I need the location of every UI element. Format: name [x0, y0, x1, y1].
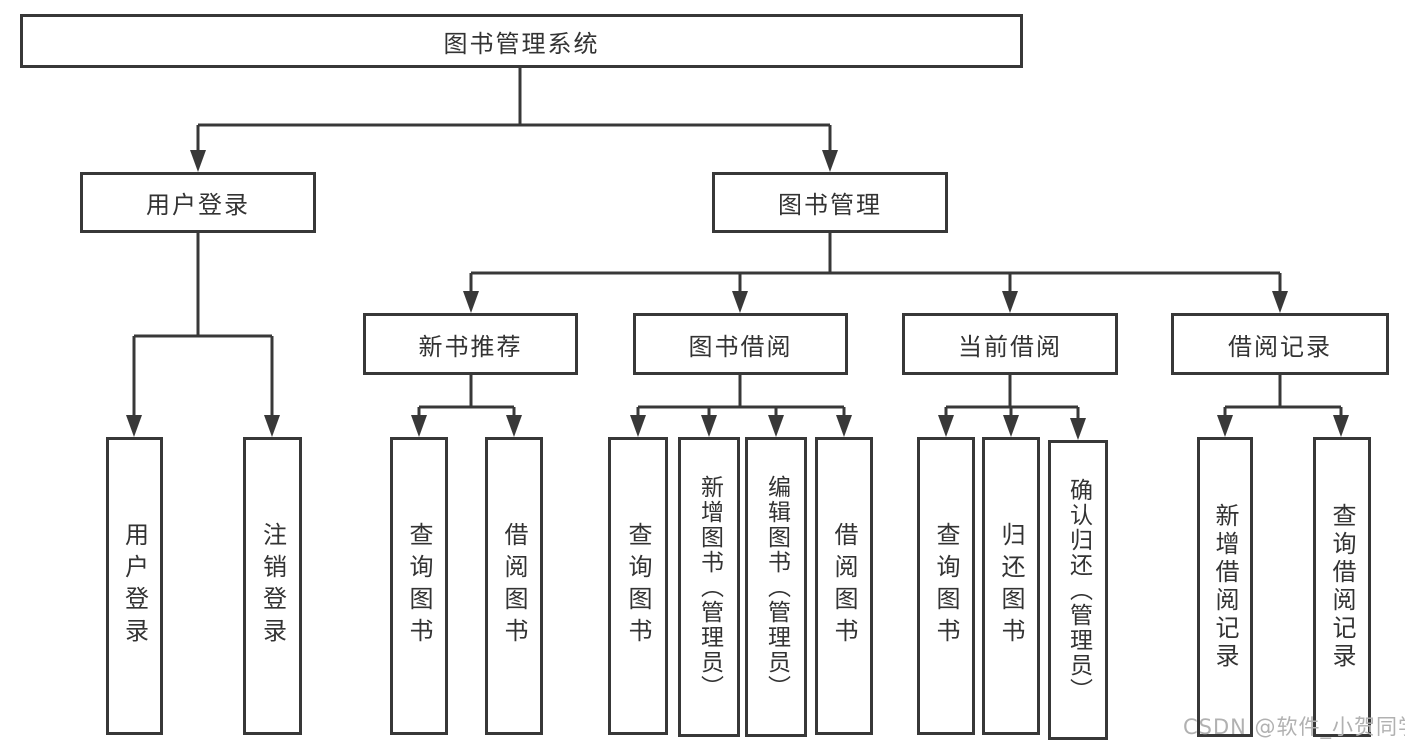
arrowhead-icon [126, 415, 142, 437]
arrowhead-icon [264, 415, 280, 437]
node-label: 确认归还（管理员） [1065, 477, 1092, 703]
node-borrowing-records: 借阅记录 [1171, 313, 1389, 375]
arrowhead-icon [190, 150, 206, 172]
leaf-records-query-record: 查询借阅记录 [1313, 437, 1371, 737]
leaf-current-return-books: 归还图书 [982, 437, 1040, 735]
arrowhead-icon [506, 415, 522, 437]
connector-borrowing-records-children [1217, 375, 1349, 437]
node-label: 用户登录 [120, 522, 149, 650]
node-label: 图书管理 [778, 191, 882, 219]
arrowhead-icon [822, 150, 838, 172]
arrowhead-icon [836, 415, 852, 437]
node-label: 用户登录 [146, 191, 250, 219]
leaf-logout: 注销登录 [243, 437, 302, 735]
arrowhead-icon [1333, 415, 1349, 437]
arrowhead-icon [1272, 291, 1288, 313]
arrowhead-icon [701, 415, 717, 437]
watermark: CSDN @软件_小贺同学 [1183, 715, 1405, 739]
arrowhead-icon [630, 415, 646, 437]
leaf-recommend-query-books: 查询图书 [390, 437, 448, 735]
connector-book-borrowing-children [630, 375, 852, 437]
arrowhead-icon [463, 291, 479, 313]
node-label: 借阅记录 [1228, 332, 1332, 361]
leaf-records-add-record: 新增借阅记录 [1197, 437, 1253, 737]
arrowhead-icon [411, 415, 427, 437]
connector-current-borrowing-children [938, 375, 1086, 440]
arrowhead-icon [1002, 291, 1018, 313]
node-label: 查询图书 [405, 522, 433, 650]
node-label: 查询图书 [624, 522, 652, 650]
node-label: 注销登录 [258, 522, 287, 650]
node-label: 查询图书 [932, 522, 960, 650]
arrowhead-icon [768, 415, 784, 437]
node-root-system: 图书管理系统 [20, 14, 1023, 68]
node-book-borrowing: 图书借阅 [633, 313, 848, 375]
leaf-borrowing-edit-books-admin: 编辑图书（管理员） [745, 437, 807, 737]
connector-root-to-level2 [190, 68, 838, 172]
connector-book-management-children [463, 233, 1288, 313]
leaf-borrowing-add-books-admin: 新增图书（管理员） [678, 437, 740, 737]
node-label: 当前借阅 [958, 332, 1062, 361]
node-label: 新书推荐 [418, 332, 523, 361]
leaf-current-confirm-return-admin: 确认归还（管理员） [1048, 440, 1108, 740]
node-new-book-recommend: 新书推荐 [363, 313, 578, 375]
node-user-login: 用户登录 [80, 172, 316, 233]
node-label: 归还图书 [997, 522, 1025, 650]
node-label: 借阅图书 [500, 522, 528, 650]
node-label: 新增借阅记录 [1211, 503, 1239, 671]
connector-user-login-children [126, 233, 280, 437]
arrowhead-icon [1003, 415, 1019, 437]
leaf-current-query-books: 查询图书 [917, 437, 975, 735]
connector-new-book-children [411, 375, 522, 437]
arrowhead-icon [1217, 415, 1233, 437]
node-label: 查询借阅记录 [1328, 503, 1356, 671]
node-label: 新增图书（管理员） [696, 474, 723, 700]
leaf-user-login: 用户登录 [106, 437, 163, 735]
node-label: 图书管理系统 [443, 29, 600, 58]
leaf-borrowing-borrow-books: 借阅图书 [815, 437, 873, 735]
leaf-borrowing-query-books: 查询图书 [608, 437, 668, 735]
node-current-borrowing: 当前借阅 [902, 313, 1118, 375]
leaf-recommend-borrow-books: 借阅图书 [485, 437, 543, 735]
node-book-management: 图书管理 [712, 172, 948, 233]
arrowhead-icon [938, 415, 954, 437]
node-label: 编辑图书（管理员） [763, 474, 790, 700]
node-label: 借阅图书 [830, 522, 858, 650]
arrowhead-icon [1070, 418, 1086, 440]
arrowhead-icon [732, 291, 748, 313]
node-label: 图书借阅 [688, 332, 793, 361]
